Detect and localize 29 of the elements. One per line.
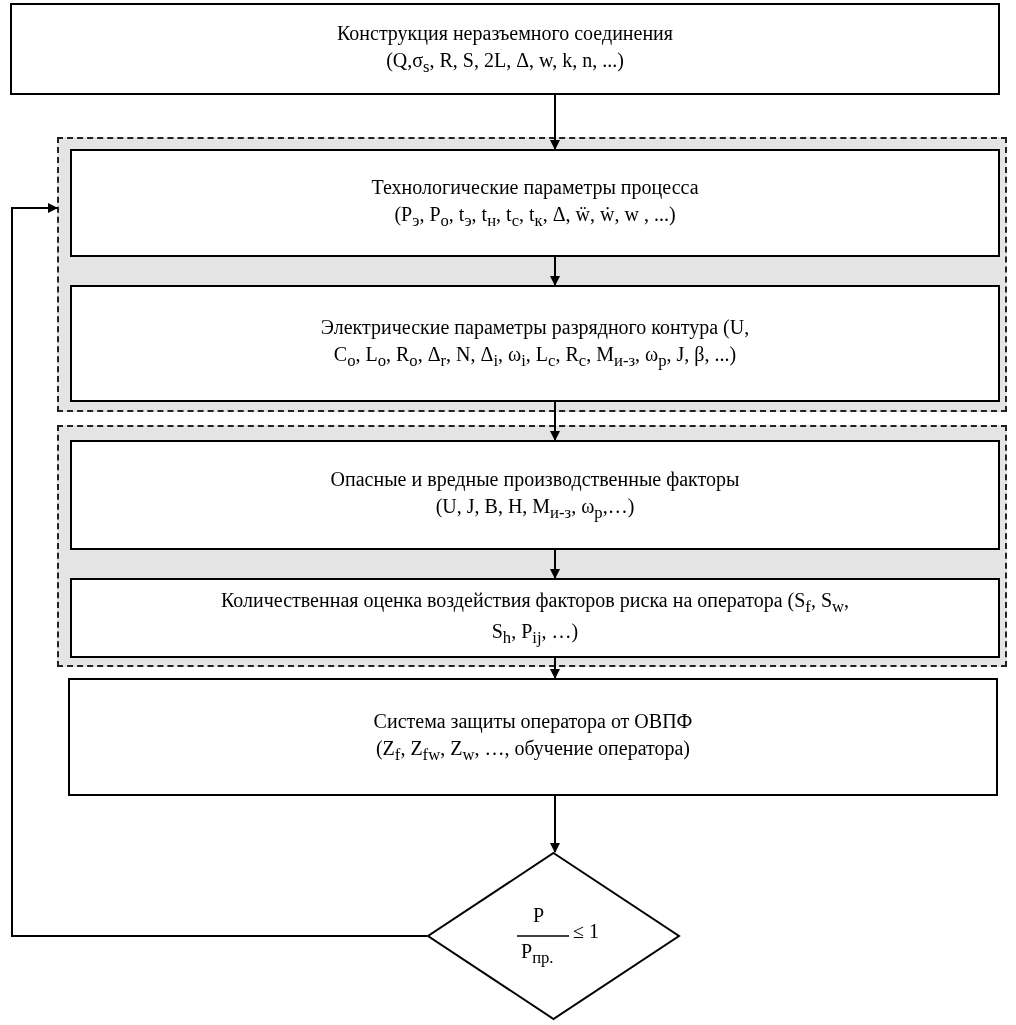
box-heading: Технологические параметры процесса [371,174,699,201]
formula-text: P [533,904,545,927]
arrow [550,401,560,441]
decision-diamond [427,852,680,1020]
process-box [10,3,1000,95]
dashed-group-frame [57,425,1007,667]
arrow [550,657,560,679]
parameter-list: (Z$_{f}$, Z$_{fw}$, Z$_{w}$, …, обучение оператора) [375,734,691,767]
process-box [70,578,1000,658]
box-heading: Система защиты оператора от ОВПФ [373,708,693,735]
box-heading: Количественная оценка воздействия факторов риска на оператора (S$_{f}$, S$_{w}$, S$_{h}$, P$_{ij}$, …) [219,587,851,649]
process-box [70,285,1000,402]
inequality-text: ≤ 1 [573,920,599,943]
process-box [70,149,1000,257]
arrow [11,203,428,937]
box-heading: Конструкция неразъемного соединения [336,20,674,47]
box-heading: Электрические параметры разрядного контура (U, C$_{о}$, L$_{о}$, R$_{о}$, Δ$_{r}$, N, Δ$_{i}$, ω$_{i}$, L$_{c}$, R$_{c}$, M$_{и-з}$, ω$_{р}$, J, β, ...) [319,315,751,373]
parameter-list: (Q,σ$_{s}$, R, S, 2L, Δ, w, k, n, ...) [386,46,624,79]
process-box [70,440,1000,550]
arrow [550,256,560,286]
dashed-group-frame [57,137,1007,412]
box-heading: Опасные и вредные производственные факторы [330,466,740,493]
process-box [68,678,998,796]
parameter-list: (U, J, B, H, M$_{и-з}$, ω$_{р}$,…) [435,492,635,525]
arrow [550,94,560,150]
parameter-list: (P$_{э}$, P$_{о}$, t$_{э}$, t$_{н}$, t$_{с}$, t$_{к}$, Δ, ẅ, ẇ, w , ...) [394,200,676,233]
arrow [550,795,560,853]
arrow [550,549,560,579]
formula-text: P$_{пр.}$ [521,940,554,968]
